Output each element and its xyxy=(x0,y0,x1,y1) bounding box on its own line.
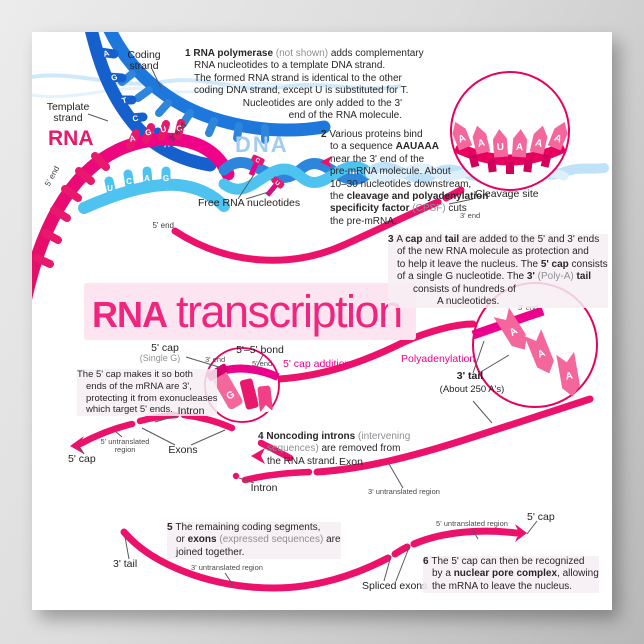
svg-text:A: A xyxy=(128,133,136,143)
svg-text:U: U xyxy=(159,124,167,134)
svg-text:A: A xyxy=(565,370,574,382)
spliced-exons-label: Spliced exons xyxy=(362,580,428,592)
polya-circle: A A A xyxy=(471,282,598,408)
svg-text:C: C xyxy=(175,123,183,133)
polya-nucleotides: A A A xyxy=(493,307,580,397)
intron-piece xyxy=(241,468,313,484)
mature-mrna-b xyxy=(391,543,411,558)
five-cap-label-c: 5' cap xyxy=(527,511,555,523)
svg-text:C: C xyxy=(254,158,261,166)
cap-three-end-label: 3' end xyxy=(205,355,226,364)
svg-text:C: C xyxy=(126,177,132,186)
step-5-text: 5 The remaining coding segments,or exons… xyxy=(167,522,341,560)
exon-label-b: Exon xyxy=(339,456,363,468)
rna-label: RNA xyxy=(48,127,94,150)
about-250-label: (About 250 A's) xyxy=(439,384,505,395)
mature-mrna-a xyxy=(120,528,392,592)
svg-text:A: A xyxy=(457,133,468,146)
single-g-label: (Single G) xyxy=(139,353,181,363)
title-transcription: transcription xyxy=(176,286,403,337)
exons-label: Exons xyxy=(168,444,198,456)
exon-strand xyxy=(313,395,594,476)
intron-fragment-dot xyxy=(232,472,240,480)
dna-label: DNA xyxy=(235,132,289,157)
free-nucleotides-label: Free RNA nucleotides xyxy=(198,197,301,209)
cap-addition-label: 5' cap addition xyxy=(283,358,351,370)
capped-strand xyxy=(275,320,477,383)
svg-text:A: A xyxy=(534,138,544,150)
svg-text:G: G xyxy=(144,127,152,137)
svg-text:A: A xyxy=(477,138,487,150)
svg-text:G: G xyxy=(110,72,118,82)
mrna-strands xyxy=(70,156,594,592)
aauaaa-circle: A A U A A A xyxy=(450,71,570,191)
three-utr-label-b: 3' untranslated region xyxy=(368,487,440,496)
step-1-text: 1 RNA polymerase (not shown) adds comple… xyxy=(185,48,424,97)
five-cap-shape-c xyxy=(515,524,527,542)
svg-text:T: T xyxy=(121,96,128,106)
rna-letters: A G U C xyxy=(128,123,183,143)
page-title: RNA transcription xyxy=(92,286,403,338)
svg-text:A: A xyxy=(144,174,150,183)
step-1-text-cont: Nucleotides are only added to the 3'end … xyxy=(242,98,402,122)
cleaved-3end-piece xyxy=(442,186,465,202)
diagram-artwork: A G T C C A A G U C U C A G xyxy=(32,32,609,592)
aauaaa-nucleotides: A A U A A A xyxy=(452,121,568,158)
svg-text:A: A xyxy=(516,142,524,153)
five-cap-label-a: 5' cap xyxy=(68,453,96,465)
five-utr-label-a: 5' untranslated region xyxy=(100,437,150,455)
svg-text:G: G xyxy=(163,174,169,183)
three-utr-label-c: 3' untranslated region xyxy=(191,563,263,572)
svg-text:A: A xyxy=(536,348,547,361)
strand-arrowhead xyxy=(251,448,265,464)
dna-helix: A G T C C A A G U C U C A G xyxy=(32,32,609,301)
svg-text:C: C xyxy=(132,114,140,124)
cleavage-site-label: Cleavage site xyxy=(475,188,539,200)
title-highlight xyxy=(84,283,416,340)
cap-five-end-label: 5' end xyxy=(252,359,273,368)
step-3-text: 3 A cap and tail are added to the 5' and… xyxy=(388,234,608,309)
svg-text:U: U xyxy=(496,142,504,153)
free-rna-nucleotides: C U xyxy=(248,154,285,197)
svg-text:A: A xyxy=(508,326,520,339)
five-cap-shape-a xyxy=(70,436,84,454)
title-rna: RNA xyxy=(92,294,168,335)
three-tail-label-b: 3' tail xyxy=(113,558,138,570)
five-cap-single-g-label: 5' cap xyxy=(151,342,179,354)
rna-transcription-poster: A G T C C A A G U C U C A G xyxy=(32,32,612,610)
svg-text:A: A xyxy=(552,133,563,146)
template-strand-label: Template strand xyxy=(46,101,90,125)
mature-mrna-c xyxy=(410,527,520,548)
coding-strand-label: Coding strand xyxy=(127,49,161,73)
step2-arrow xyxy=(320,156,332,168)
pre-mrna-strand xyxy=(171,198,442,264)
three-tail-label: 3' tail xyxy=(456,370,484,382)
bond-label: 5'–5' bond xyxy=(236,344,284,356)
pointer-lines xyxy=(78,68,538,586)
svg-text:U: U xyxy=(107,184,113,193)
cleaved-three-end-label: 3' end xyxy=(460,211,481,220)
svg-text:U: U xyxy=(273,180,280,187)
intron-label-b: Intron xyxy=(250,482,278,494)
pre-mrna-five-end-label: 5' end xyxy=(152,221,174,230)
five-utr-label-c: 5' untranslated region xyxy=(436,519,508,528)
intron-label-a: Intron xyxy=(177,405,205,417)
svg-text:A: A xyxy=(102,48,110,58)
polyadenylation-label: Polyadenylation xyxy=(401,353,476,365)
coding-letters: U C A G xyxy=(107,174,169,193)
